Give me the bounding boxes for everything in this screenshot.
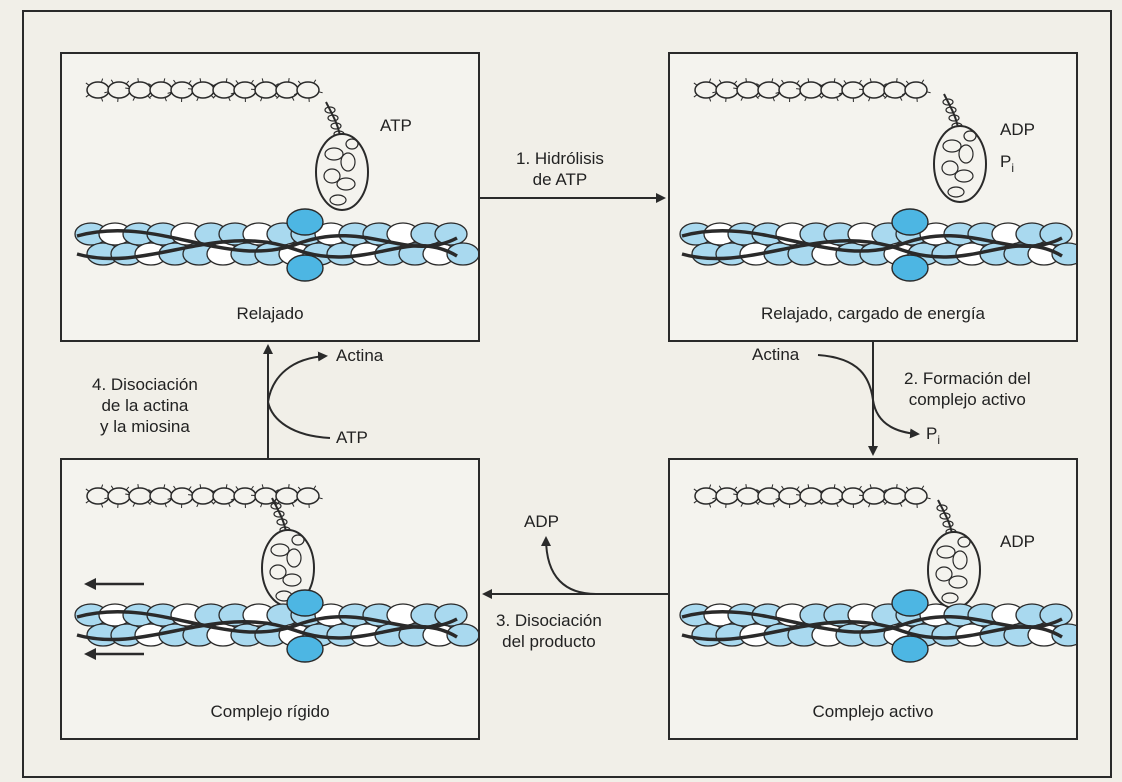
step4-line2: de la actina xyxy=(92,395,198,416)
pi-out-label: Pi xyxy=(926,424,940,450)
step4-line3: y la miosina xyxy=(92,416,198,437)
step3-line2: del producto xyxy=(496,631,602,652)
adp-out-label: ADP xyxy=(524,512,559,532)
step1-line2: de ATP xyxy=(516,169,604,190)
step1-label: 1. Hidrólisis de ATP xyxy=(516,148,604,190)
step4-line1: 4. Disociación xyxy=(92,374,198,395)
pi-out-subscript: i xyxy=(937,433,940,447)
step2-line1: 2. Formación del xyxy=(904,368,1031,389)
actina-in-label: Actina xyxy=(752,345,799,365)
step1-line1: 1. Hidrólisis xyxy=(516,148,604,169)
pi-out-letter: P xyxy=(926,424,937,443)
actina-out-curve xyxy=(268,356,326,402)
actina-out-label: Actina xyxy=(336,346,383,366)
step2-label: 2. Formación del complejo activo xyxy=(904,368,1031,410)
adp-out-curve xyxy=(546,538,596,594)
atp-in-label: ATP xyxy=(336,428,368,448)
actina-in-curve xyxy=(818,355,873,400)
step3-line1: 3. Disociación xyxy=(496,610,602,631)
step4-label: 4. Disociación de la actina y la miosina xyxy=(92,374,198,437)
step2-line2: complejo activo xyxy=(904,389,1031,410)
atp-in-curve xyxy=(268,402,330,438)
step3-label: 3. Disociación del producto xyxy=(496,610,602,652)
